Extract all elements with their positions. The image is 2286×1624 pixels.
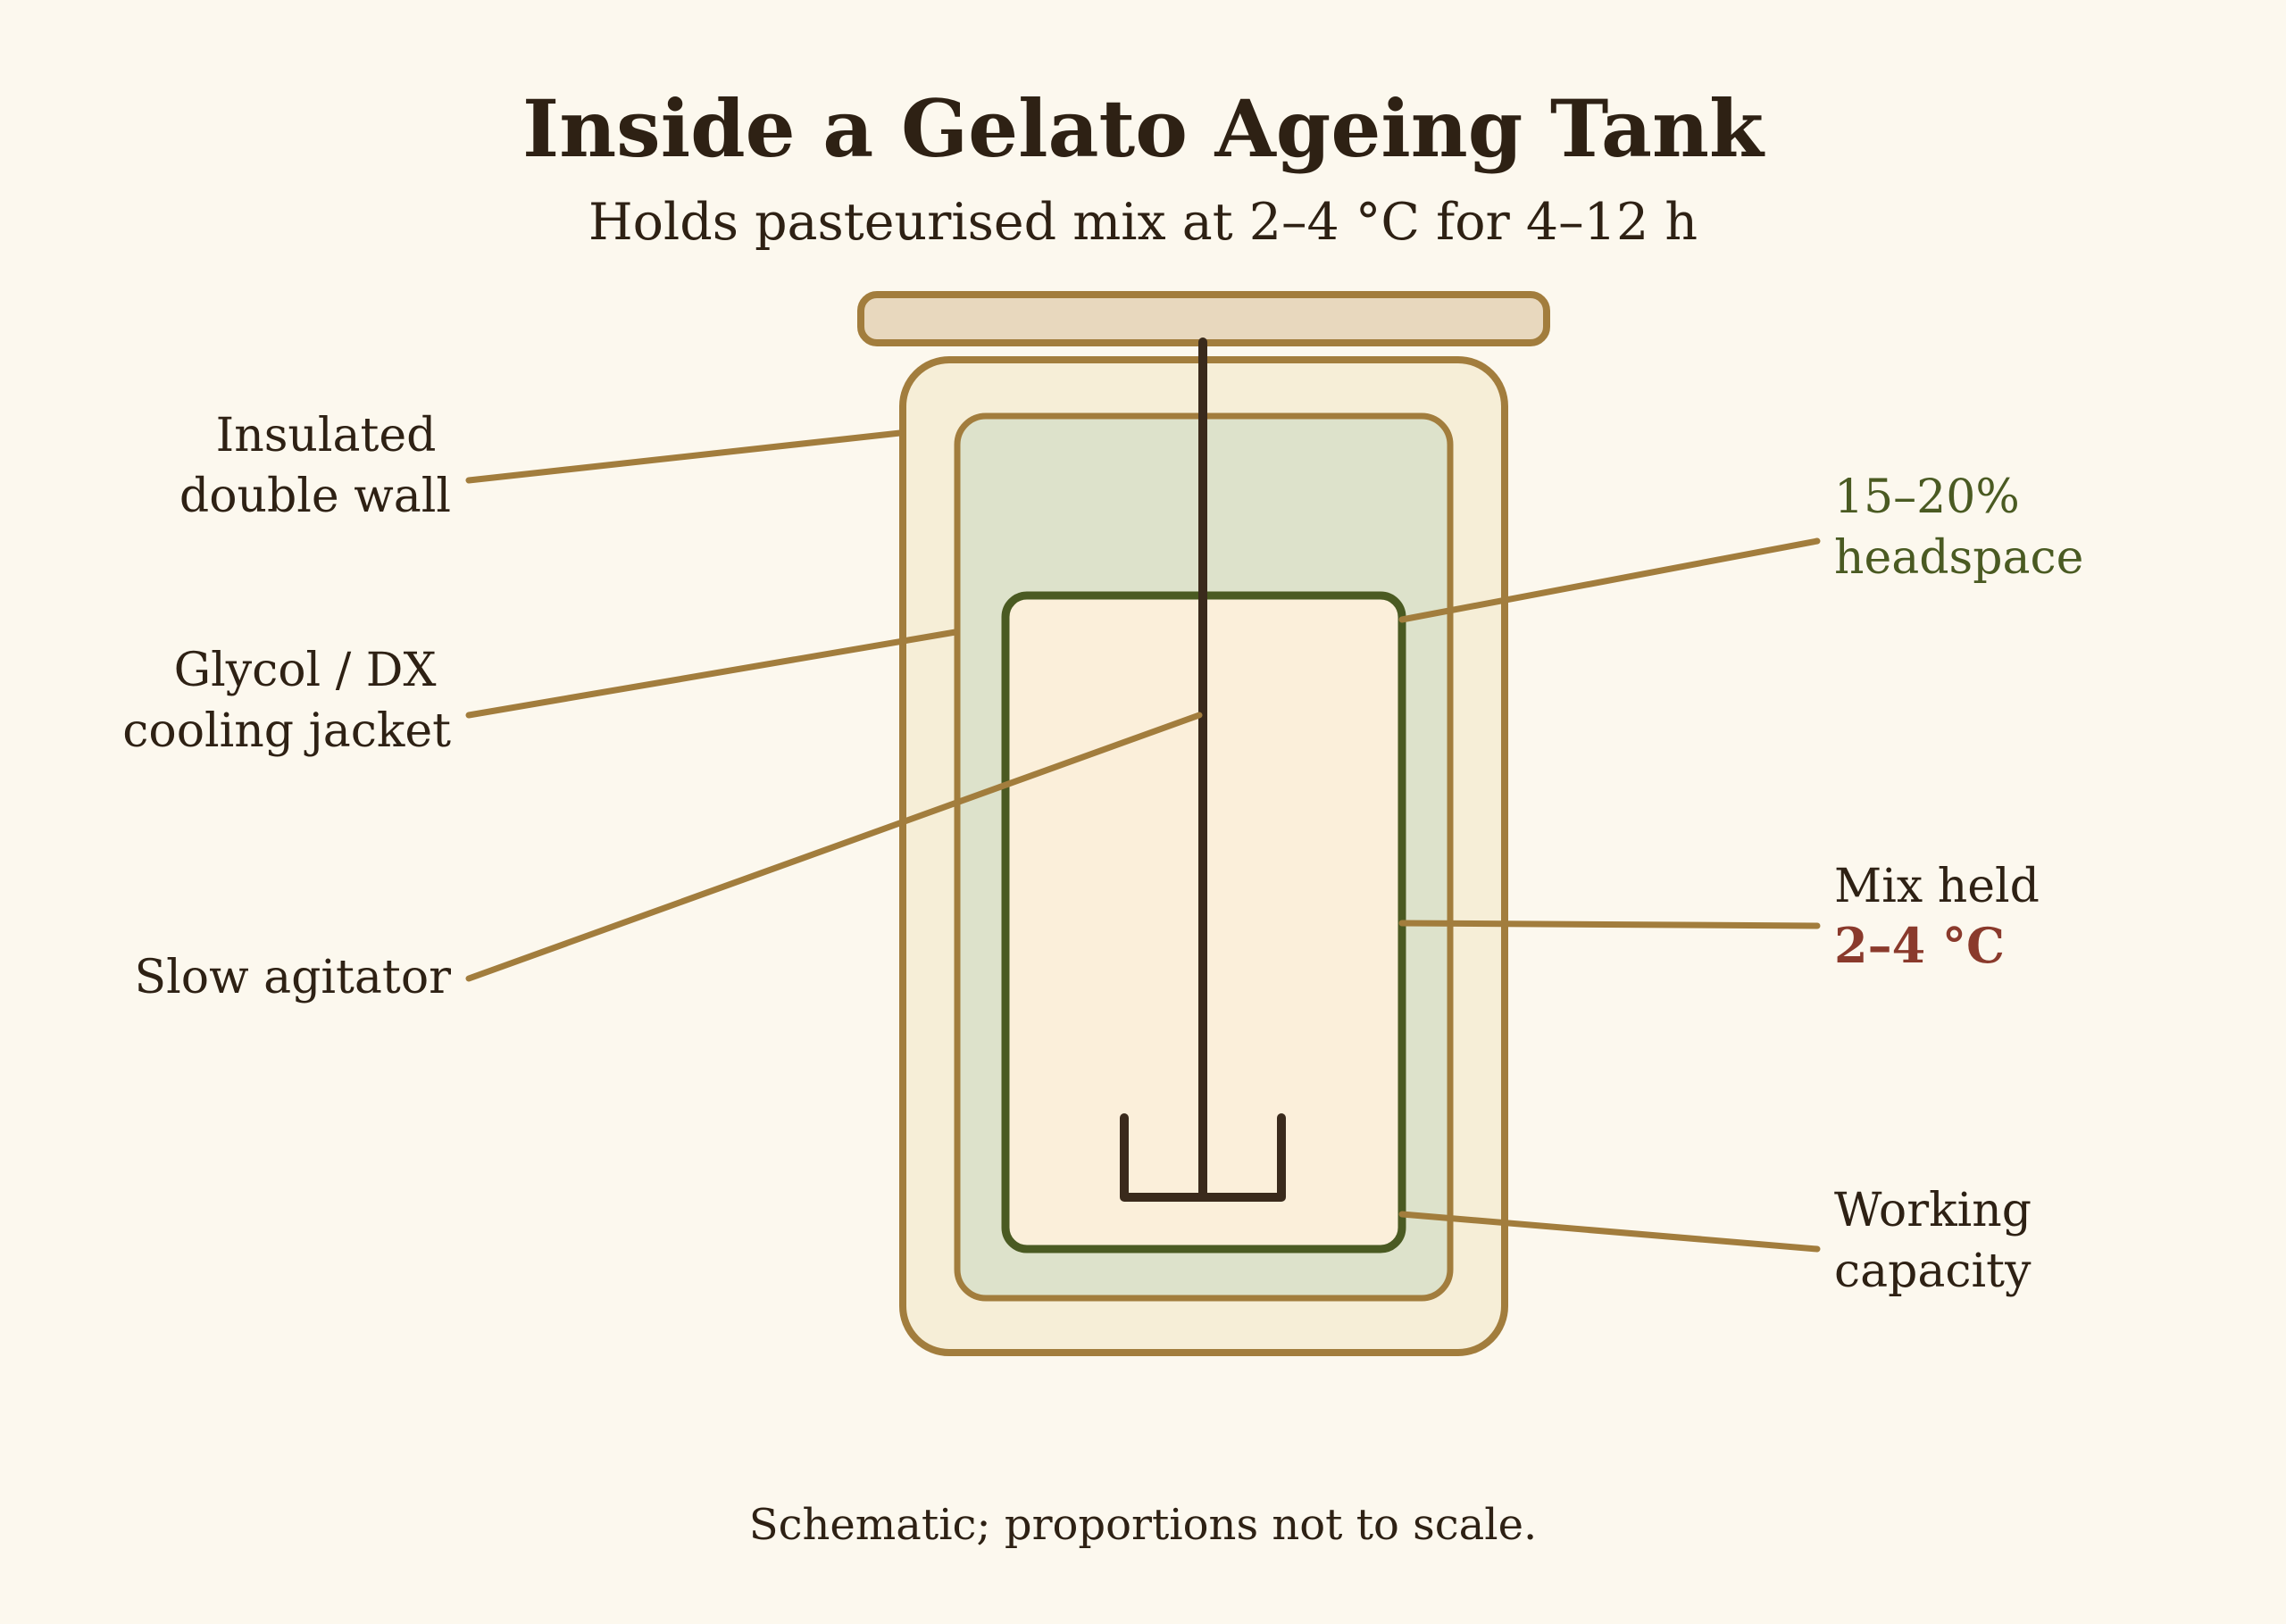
agitator-paddle bbox=[1120, 1113, 1286, 1202]
page-subtitle: Holds pasteurised mix at 2–4 °C for 4–12… bbox=[588, 193, 1698, 252]
label-insulated-wall: Insulated double wall bbox=[179, 409, 451, 523]
leader-headspace bbox=[1398, 537, 1821, 623]
leader-cooling-jacket bbox=[465, 629, 959, 719]
leader-mix-held bbox=[1398, 920, 1821, 929]
label-headspace: 15–20% headspace bbox=[1834, 471, 2083, 585]
page-title: Inside a Gelato Ageing Tank bbox=[522, 82, 1765, 175]
label-agitator: Slow agitator bbox=[135, 951, 452, 1004]
label-working-capacity: Working capacity bbox=[1834, 1184, 2047, 1298]
tank bbox=[857, 291, 1550, 1356]
label-mix-held: Mix held bbox=[1834, 860, 2040, 913]
leader-working-capacity bbox=[1398, 1211, 1821, 1253]
leader-agitator bbox=[465, 712, 1203, 982]
tank-lid bbox=[857, 291, 1550, 346]
footer-note: Schematic; proportions not to scale. bbox=[749, 1500, 1538, 1550]
label-cooling-jacket: Glycol / DX cooling jacket bbox=[122, 644, 451, 758]
leader-insulated-wall bbox=[465, 429, 904, 484]
label-mix-temperature: 2–4 °C bbox=[1834, 917, 2005, 974]
